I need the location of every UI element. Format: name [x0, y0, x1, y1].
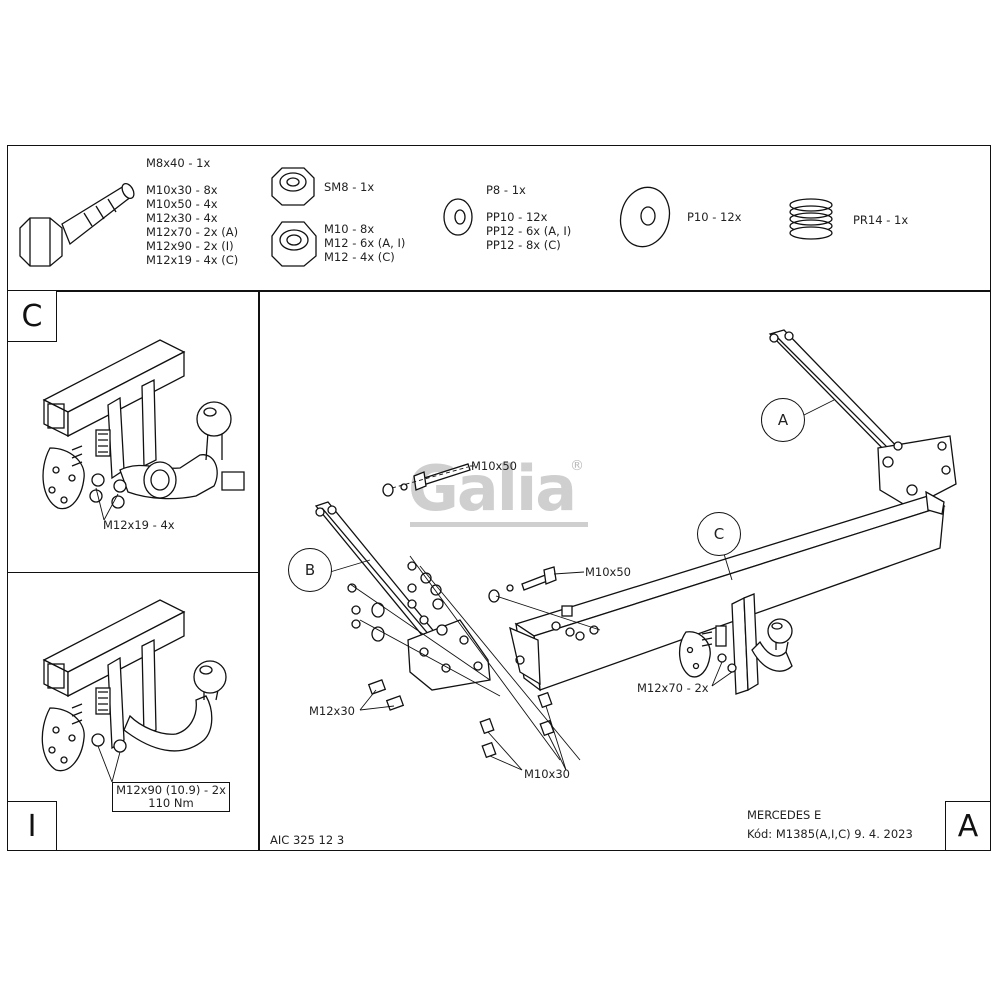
- large-washer-spec: P10 - 12x: [687, 210, 742, 224]
- washer-spec: P8 - 1x: [486, 183, 526, 197]
- spring-spec: PR14 - 1x: [853, 213, 909, 227]
- m10x50-top-label: M10x50: [471, 459, 517, 473]
- panel-i-callout-line2: 110 Nm: [148, 796, 194, 810]
- towbar-detachable-illustration: [42, 339, 245, 510]
- panel-i-leader-lines: [97, 745, 121, 783]
- cross-tube-illustration: [509, 490, 946, 692]
- panel-i-callout: M12x90 (10.9) - 2x 110 Nm: [112, 782, 230, 812]
- bolt-spec: M10x30 - 8x: [146, 183, 218, 197]
- washer-list: P8 - 1x PP10 - 12x PP12 - 6x (A, I) PP12…: [486, 183, 571, 252]
- part-c-callout: C: [697, 512, 741, 556]
- panel-c-callout: M12x19 - 4x: [103, 518, 175, 532]
- nut-list: M10 - 8x M12 - 6x (A, I) M12 - 4x (C): [324, 222, 405, 264]
- washer-spec: PP10 - 12x: [486, 210, 548, 224]
- panel-c-leader-lines: [95, 487, 119, 521]
- bolt-spec: M12x19 - 4x (C): [146, 253, 239, 267]
- bolt-icon: [19, 182, 135, 267]
- part-a-callout: A: [761, 398, 805, 442]
- self-lock-nut-spec: SM8 - 1x: [324, 180, 375, 194]
- main-corner-label: A: [945, 801, 991, 851]
- bracket-a-illustration: [768, 329, 957, 509]
- bolt-list: M8x40 - 1x M10x30 - 8x M10x50 - 4x M12x3…: [146, 156, 238, 267]
- panel-i-corner-label: I: [7, 801, 57, 851]
- bolt-spec: M12x90 - 2x (I): [146, 239, 234, 253]
- m10x50-mid-label: M10x50: [585, 565, 631, 579]
- nut-spec: M10 - 8x: [324, 222, 375, 236]
- vehicle-model: MERCEDES E: [747, 808, 822, 822]
- fasteners-illustration: [347, 463, 599, 759]
- panel-c-corner-label: C: [7, 290, 57, 342]
- logo-underline: [410, 522, 588, 527]
- document-code: AIC 325 12 3: [270, 833, 345, 847]
- galia-logo: Galia: [408, 452, 577, 525]
- washer-spec: PP12 - 6x (A, I): [486, 224, 572, 238]
- nut-spec: M12 - 4x (C): [324, 250, 395, 264]
- m12x70-label: M12x70 - 2x: [637, 681, 709, 695]
- callout-leaders: [329, 399, 835, 771]
- kod-and-date: Kód: M1385(A,I,C) 9. 4. 2023: [747, 827, 913, 841]
- m10x30-label: M10x30: [524, 767, 570, 781]
- assembly-guide-lines: [349, 466, 601, 761]
- tow-ball-illustration: [679, 593, 793, 695]
- self-lock-nut-icon: [271, 167, 315, 206]
- side-panel-split: [7, 572, 259, 574]
- washer-icon: [443, 198, 473, 236]
- nut-icon: [271, 221, 317, 267]
- spring-icon: [789, 198, 833, 240]
- m12x30-label: M12x30: [309, 704, 355, 718]
- registered-mark: ®: [570, 458, 584, 474]
- panel-i-callout-line1: M12x90 (10.9) - 2x: [116, 783, 226, 797]
- header-divider: [7, 290, 991, 292]
- bolt-spec: M8x40 - 1x: [146, 156, 211, 170]
- bolt-spec: M10x50 - 4x: [146, 197, 218, 211]
- large-washer-icon: [619, 186, 671, 248]
- towbar-fixed-illustration: [41, 599, 227, 772]
- part-b-callout: B: [288, 548, 332, 592]
- bolt-spec: M12x70 - 2x (A): [146, 225, 239, 239]
- nut-spec: M12 - 6x (A, I): [324, 236, 406, 250]
- bolt-spec: M12x30 - 4x: [146, 211, 218, 225]
- drawing-frame: [7, 145, 991, 851]
- side-panel-divider: [258, 290, 260, 851]
- washer-spec: PP12 - 8x (C): [486, 238, 561, 252]
